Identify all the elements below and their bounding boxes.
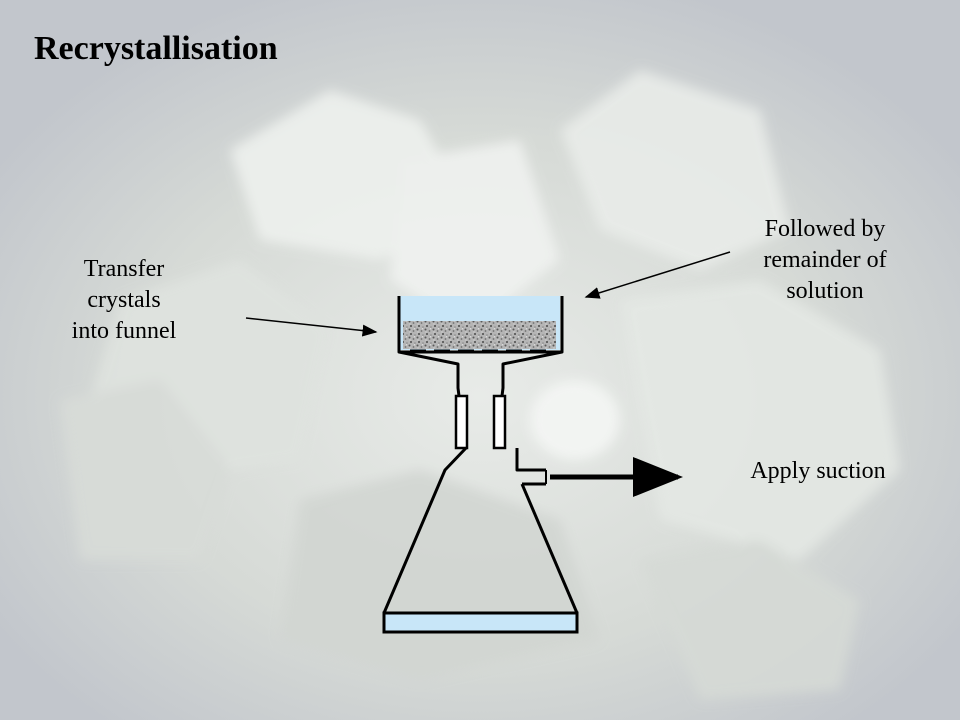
buchner-flask	[382, 446, 579, 614]
label-transfer-crystals: Transfer crystals into funnel	[38, 254, 210, 347]
transfer-pointer-arrow	[245, 317, 378, 337]
label-line: crystals	[87, 287, 161, 313]
label-apply-suction: Apply suction	[708, 456, 928, 487]
rubber-bung	[454, 394, 507, 450]
crystal-bed	[403, 321, 556, 349]
label-line: into funnel	[71, 318, 177, 344]
label-line: Followed by	[764, 216, 886, 242]
label-followed-by-solution: Followed by remainder of solution	[720, 214, 930, 307]
label-line: remainder of	[763, 247, 887, 273]
followed-pointer-arrow	[584, 251, 731, 299]
flask-filtrate	[382, 611, 579, 634]
slide-title: Recrystallisation	[34, 30, 278, 67]
label-line: Transfer	[83, 256, 165, 282]
label-line: solution	[786, 278, 864, 304]
label-line: Apply suction	[750, 458, 886, 484]
